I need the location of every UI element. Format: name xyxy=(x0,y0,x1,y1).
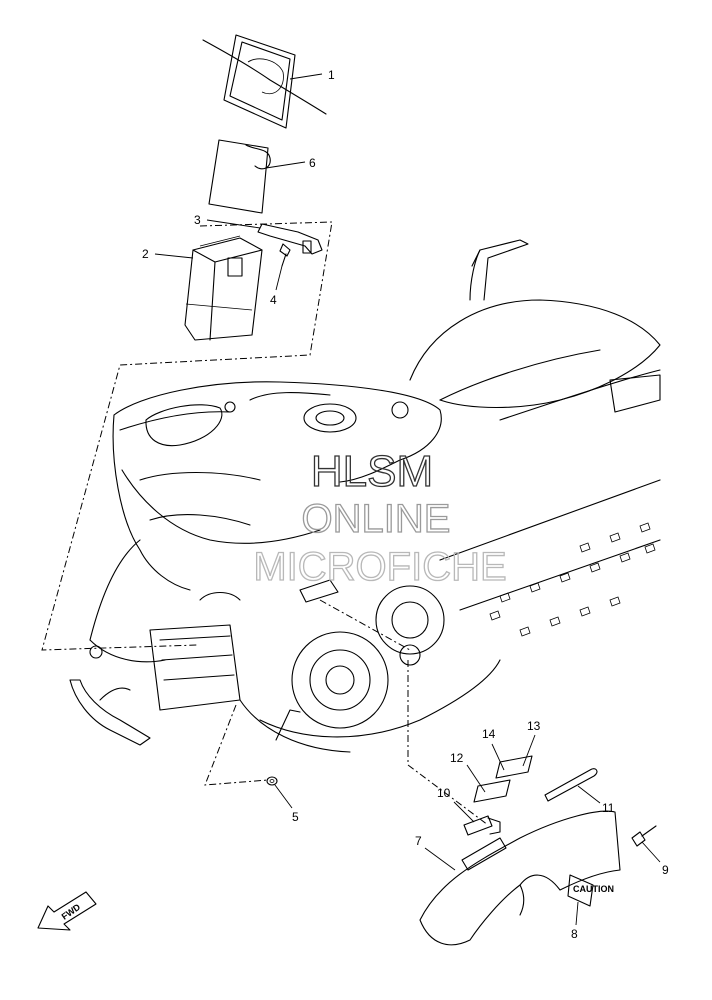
part-7-snow-flap[interactable] xyxy=(419,810,621,946)
part-10-clip[interactable] xyxy=(463,815,501,836)
fwd-arrow-icon: FWD xyxy=(37,891,97,931)
callout-1: 1 xyxy=(328,68,335,82)
part-9-rivet[interactable] xyxy=(631,825,657,847)
part-2-battery[interactable] xyxy=(184,235,263,341)
callout-9: 9 xyxy=(662,863,669,877)
callout-11: 11 xyxy=(602,801,615,815)
part-6-battery-cover[interactable] xyxy=(208,139,271,214)
battery-location-frame xyxy=(41,221,333,651)
callout-2: 2 xyxy=(142,247,149,261)
fwd-label: FWD xyxy=(60,902,83,922)
callout-8: 8 xyxy=(571,927,578,941)
watermark-line-2: ONLINE xyxy=(302,497,451,541)
callout-4: 4 xyxy=(270,293,277,307)
part-13-label[interactable] xyxy=(495,755,533,779)
callout-10: 10 xyxy=(437,786,451,800)
part-8-plate[interactable]: CAUTION xyxy=(567,874,614,907)
callout-3: 3 xyxy=(194,213,201,227)
callout-7: 7 xyxy=(415,834,422,848)
callout-5: 5 xyxy=(292,810,299,824)
callout-12: 12 xyxy=(450,751,464,765)
part-12-label[interactable] xyxy=(473,779,511,803)
part-3-battery-bracket[interactable] xyxy=(257,223,323,255)
part-4-bolt[interactable] xyxy=(279,243,291,267)
callout-13: 13 xyxy=(527,719,541,733)
watermark-line-1: HLSM xyxy=(311,447,433,496)
flap-location-line-2 xyxy=(319,599,411,651)
callout-14: 14 xyxy=(482,727,496,741)
snowmobile-body-illustration xyxy=(69,239,661,753)
part-11-rod[interactable] xyxy=(544,768,598,802)
callout-6: 6 xyxy=(309,156,316,170)
watermark: HLSM ONLINE MICROFICHE xyxy=(253,446,508,589)
part-1-battery-band[interactable] xyxy=(202,34,327,129)
part-5-location-line xyxy=(204,704,269,786)
part-5-washer[interactable] xyxy=(266,776,278,786)
svg-text:CAUTION: CAUTION xyxy=(573,884,614,894)
flap-location-line xyxy=(407,660,489,826)
watermark-line-3: MICROFICHE xyxy=(253,545,506,589)
